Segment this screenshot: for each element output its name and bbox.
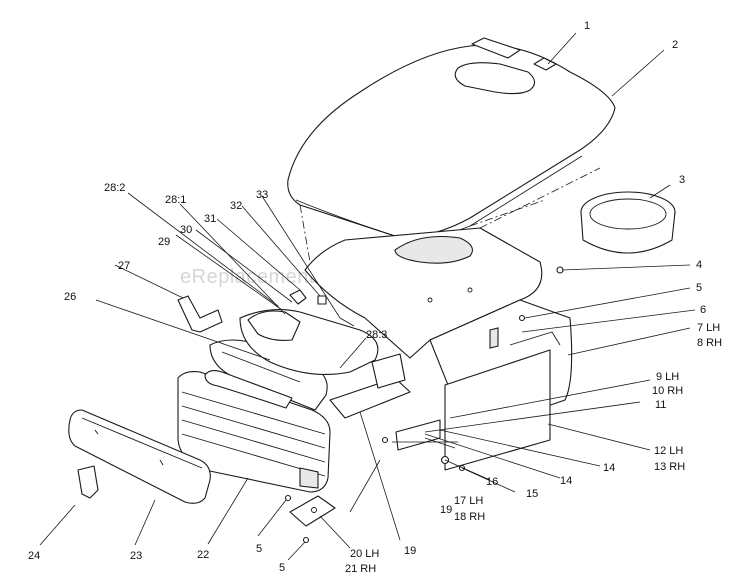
callout-33: 33 (256, 189, 268, 201)
callout-13-rh: 13 RH (654, 461, 685, 473)
part-23-bumper (68, 409, 211, 504)
part-27-bracket (177, 295, 223, 333)
callout-14-upper: 14 (603, 462, 615, 474)
part-1-emblem (533, 57, 557, 71)
part-29-headlight-housing (247, 289, 327, 341)
callout-18-rh: 18 RH (454, 511, 485, 523)
hardware-small-parts (284, 266, 564, 544)
callout-28-1: 28:1 (165, 194, 186, 206)
part-22-grille (177, 369, 331, 493)
callout-5-lower-left: 5 (256, 543, 262, 555)
callout-28-2: 28:2 (104, 182, 125, 194)
callout-11: 11 (655, 399, 666, 411)
callout-9-lh: 9 LH (656, 371, 679, 383)
callout-1: 1 (584, 20, 590, 32)
callout-29: 29 (158, 236, 170, 248)
callout-28-3: 28:3 (366, 329, 387, 341)
callout-3: 3 (679, 174, 685, 186)
part-2-hood (287, 37, 616, 240)
callout-19-left: 19 (404, 545, 416, 557)
part-3-ring-seal (580, 191, 676, 254)
callout-12-lh: 12 LH (654, 445, 683, 457)
callout-24: 24 (28, 550, 40, 562)
callout-19-right: 19 (440, 504, 452, 516)
callout-8-rh: 8 RH (697, 337, 722, 349)
callout-leader-lines (39, 32, 696, 561)
callout-15: 15 (526, 488, 538, 500)
callout-4: 4 (696, 259, 702, 271)
callout-10-rh: 10 RH (652, 385, 683, 397)
callout-17-lh: 17 LH (454, 495, 483, 507)
callout-labels: 1 2 3 4 5 6 7 LH 8 RH 9 LH 10 RH 11 12 L… (28, 20, 722, 575)
hood-rear-panel (299, 167, 601, 359)
callout-32: 32 (230, 200, 242, 212)
callout-2: 2 (672, 39, 678, 51)
callout-23: 23 (130, 550, 142, 562)
callout-21-rh: 21 RH (345, 563, 376, 575)
callout-14-lower: 14 (560, 475, 572, 487)
callout-16: 16 (486, 476, 498, 488)
callout-31: 31 (204, 213, 216, 225)
callout-20-lh: 20 LH (350, 548, 379, 560)
callout-6: 6 (700, 304, 706, 316)
part-7-8-side-panel (429, 299, 573, 471)
callout-5-right: 5 (696, 282, 702, 294)
callout-5-bottom: 5 (279, 562, 285, 574)
part-20-21-lower-bracket (289, 495, 336, 527)
part-24-plate (77, 465, 99, 499)
callout-7-lh: 7 LH (697, 322, 720, 334)
part-26-grille-frame (209, 339, 328, 411)
callout-30: 30 (180, 224, 192, 236)
callout-26: 26 (64, 291, 76, 303)
callout-22: 22 (197, 549, 209, 561)
callout-27: 27 (118, 260, 130, 272)
